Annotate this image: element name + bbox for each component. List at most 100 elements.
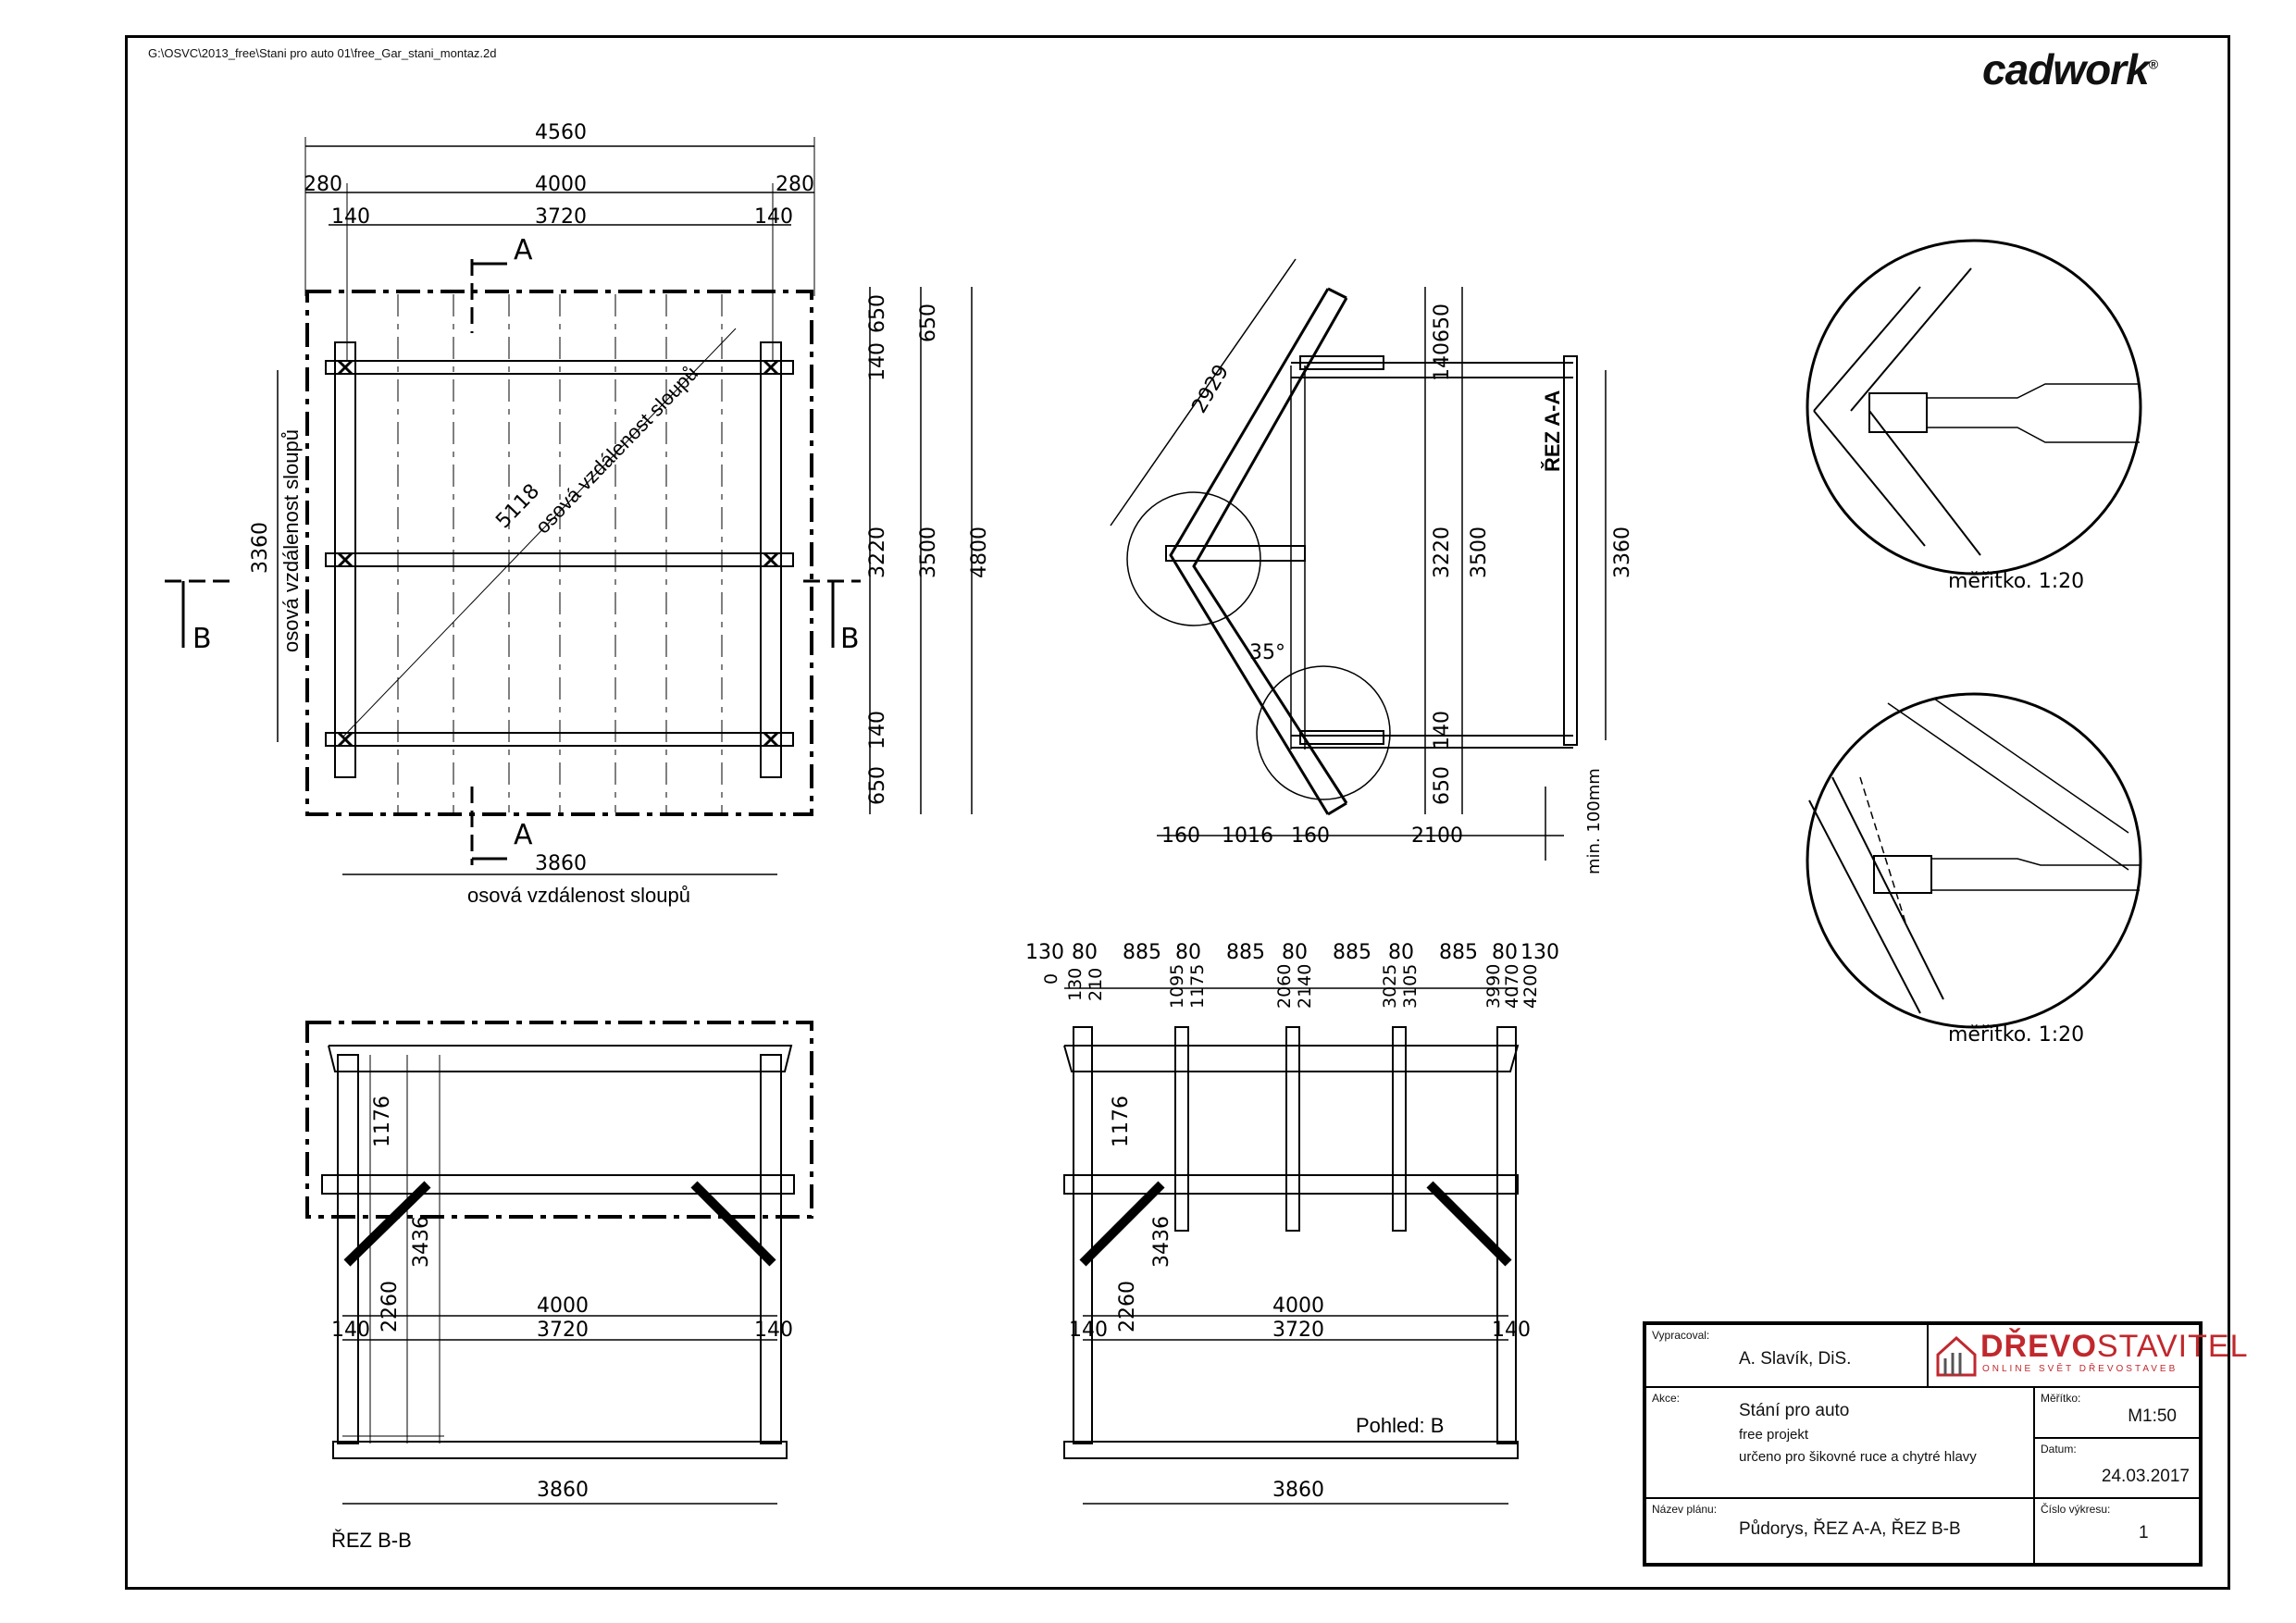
- vb-st-1: 130: [1065, 968, 1086, 1001]
- dim-160-b: 160: [1291, 824, 1330, 848]
- date-cell: Datum: 24.03.2017: [2034, 1438, 2200, 1498]
- angle-35: 35°: [1249, 641, 1285, 664]
- bb-2260: 2260: [379, 1281, 402, 1332]
- detail-1-scale: měřítko. 1:20: [1948, 570, 2084, 593]
- dim-140-r2: 140: [866, 711, 889, 750]
- plan-name-caption: Název plánu:: [1652, 1503, 1718, 1516]
- drawing-frame: [125, 35, 2230, 1590]
- plan-name-cell: Název plánu: Půdorys, ŘEZ A-A, ŘEZ B-B: [1645, 1498, 2034, 1564]
- section-b-right: B: [840, 623, 860, 655]
- project-note: určeno pro šikovné ruce a chytré hlavy: [1739, 1449, 1977, 1465]
- dim-3360-left: 3360: [249, 522, 272, 574]
- vb-st-11: 4200: [1520, 964, 1541, 1009]
- project-caption: Akce:: [1652, 1392, 1681, 1405]
- dim-aa-140-top: 140: [1431, 342, 1454, 381]
- vb-st-8: 3105: [1400, 964, 1421, 1009]
- dim-650-r3: 650: [917, 304, 940, 342]
- date-value: 24.03.2017: [2101, 1467, 2190, 1486]
- drawn-by-cell: Vypracoval: A. Slavík, DiS.: [1645, 1324, 1928, 1387]
- vb-st-6: 2140: [1295, 964, 1315, 1009]
- vb-3720: 3720: [1272, 1319, 1324, 1342]
- vb-3436: 3436: [1150, 1216, 1173, 1268]
- vb-2260: 2260: [1116, 1281, 1139, 1332]
- dim-aa-650-top: 650: [1431, 304, 1454, 342]
- dim-3720: 3720: [535, 205, 587, 229]
- project-name: Stání pro auto: [1739, 1401, 1850, 1420]
- bb-1176: 1176: [371, 1096, 394, 1147]
- brand-cell: DŘEVOSTAVITEL ONLINE SVĚT DŘEVOSTAVEB: [1928, 1324, 2247, 1387]
- vb-st-4: 1175: [1187, 964, 1208, 1009]
- plan-view: [165, 137, 973, 875]
- brand-name: DŘEVOSTAVITEL: [1980, 1329, 2249, 1364]
- vb-top-3: 80: [1175, 941, 1201, 964]
- file-path: G:\OSVC\2013_free\Stani pro auto 01\free…: [148, 46, 497, 60]
- vb-top-8: 885: [1439, 941, 1478, 964]
- vb-top-0: 130: [1025, 941, 1064, 964]
- vb-st-9: 3990: [1483, 964, 1504, 1009]
- bb-3436: 3436: [410, 1216, 433, 1268]
- dim-aa-140-bottom: 140: [1431, 711, 1454, 750]
- brand-house-icon: [1936, 1335, 1977, 1377]
- vb-top-10: 130: [1520, 941, 1559, 964]
- detail-2-scale: měřítko. 1:20: [1948, 1023, 2084, 1047]
- vb-3860: 3860: [1272, 1479, 1324, 1502]
- dim-4560: 4560: [535, 121, 587, 144]
- section-aa: [1110, 258, 1607, 861]
- dim-4800-r: 4800: [968, 527, 991, 578]
- section-b-left: B: [192, 623, 212, 655]
- bb-140-right: 140: [754, 1319, 793, 1342]
- plan-name: Půdorys, ŘEZ A-A, ŘEZ B-B: [1739, 1519, 1961, 1539]
- vb-st-0: 0: [1041, 973, 1061, 985]
- vb-st-5: 2060: [1274, 964, 1295, 1009]
- dim-280-left: 280: [304, 173, 342, 196]
- dim-650-r2: 650: [866, 766, 889, 805]
- bb-140-left: 140: [331, 1319, 370, 1342]
- sheet-cell: Číslo výkresu: 1: [2034, 1498, 2200, 1564]
- dim-4000: 4000: [535, 173, 587, 196]
- plan-side-label: osová vzdálenost sloupů: [279, 429, 303, 652]
- min-note: min. 100mm: [1584, 768, 1604, 874]
- detail-1: [1806, 239, 2142, 576]
- vb-top-2: 885: [1123, 941, 1161, 964]
- section-aa-title: ŘEZ A-A: [1541, 390, 1564, 472]
- dim-3500-r: 3500: [917, 527, 940, 578]
- plan-bottom-label: osová vzdálenost sloupů: [467, 884, 690, 907]
- date-caption: Datum:: [2041, 1443, 2077, 1456]
- vb-st-2: 210: [1086, 968, 1106, 1001]
- dim-650-r1: 650: [866, 294, 889, 333]
- cadwork-logo: cadwork®: [1982, 45, 2158, 93]
- dim-2100: 2100: [1411, 824, 1463, 848]
- dim-2929: 2929: [1188, 361, 1235, 417]
- detail-2: [1806, 692, 2142, 1029]
- vb-140-right: 140: [1492, 1319, 1531, 1342]
- vb-st-10: 4070: [1502, 964, 1522, 1009]
- plan-diagonal-label: osová vzdálenost sloupů: [531, 362, 702, 539]
- section-bb-title: ŘEZ B-B: [331, 1529, 412, 1552]
- vb-140-left: 140: [1069, 1319, 1108, 1342]
- scale-cell: Měřítko: M1:50: [2034, 1387, 2200, 1438]
- dim-140-r1: 140: [866, 342, 889, 381]
- sheet-caption: Číslo výkresu:: [2041, 1503, 2111, 1516]
- scale-caption: Měřítko:: [2041, 1392, 2081, 1405]
- drawn-by: A. Slavík, DiS.: [1739, 1349, 1852, 1369]
- view-b-title: Pohled: B: [1356, 1414, 1444, 1437]
- project-subtitle: free projekt: [1739, 1427, 1809, 1443]
- brand-tagline: ONLINE SVĚT DŘEVOSTAVEB: [1982, 1364, 2178, 1374]
- bb-3720: 3720: [537, 1319, 589, 1342]
- dim-aa-3360: 3360: [1611, 527, 1634, 578]
- vb-top-4: 885: [1226, 941, 1265, 964]
- dim-3220-r: 3220: [866, 527, 889, 578]
- vb-4000: 4000: [1272, 1295, 1324, 1318]
- dim-160-a: 160: [1161, 824, 1200, 848]
- vb-1176: 1176: [1110, 1096, 1133, 1147]
- section-bb: [305, 1021, 813, 1505]
- vb-top-5: 80: [1282, 941, 1308, 964]
- vb-top-7: 80: [1388, 941, 1414, 964]
- bb-4000: 4000: [537, 1295, 589, 1318]
- dim-140-right: 140: [754, 205, 793, 229]
- dim-1016: 1016: [1222, 824, 1273, 848]
- dim-aa-650-bottom: 650: [1431, 766, 1454, 805]
- dim-aa-3500: 3500: [1468, 527, 1491, 578]
- vb-st-3: 1095: [1167, 964, 1187, 1009]
